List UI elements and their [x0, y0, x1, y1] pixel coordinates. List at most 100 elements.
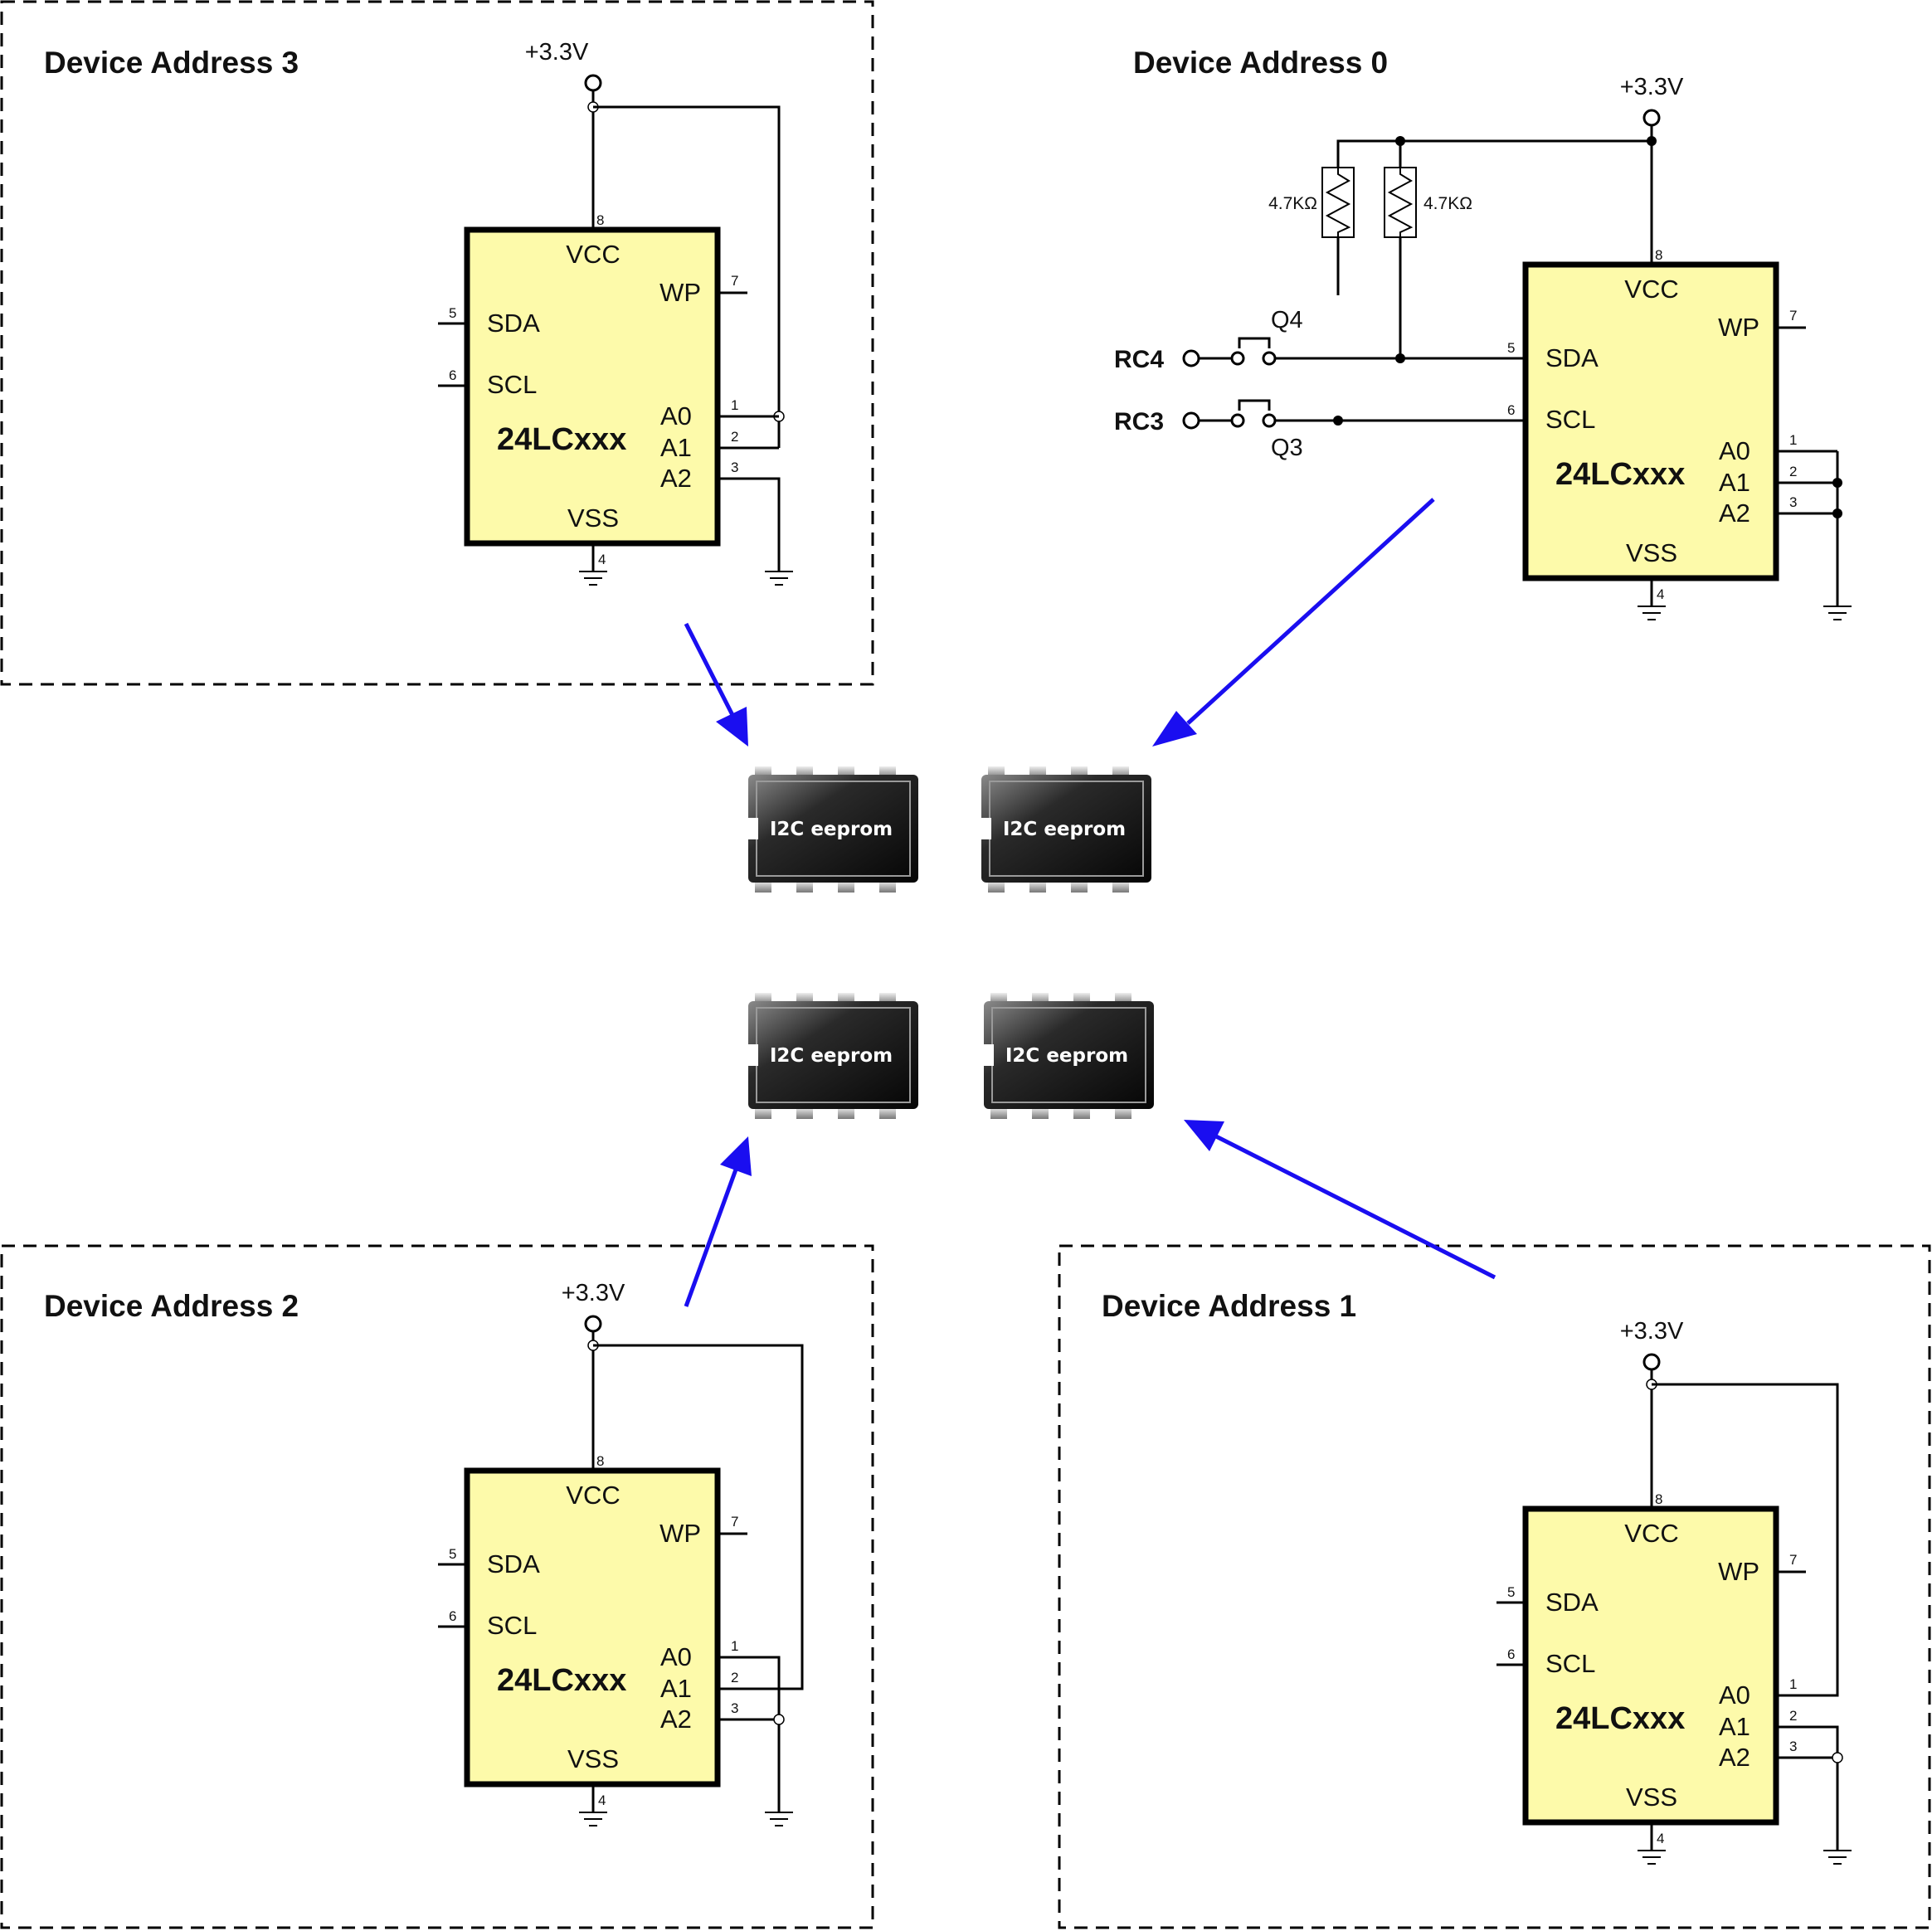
pin-number-vss: 4 [598, 552, 606, 567]
pin-wp: WP [1718, 313, 1759, 342]
pin-vss: VSS [567, 503, 619, 533]
pin-number-vss: 4 [1657, 1831, 1664, 1846]
pin-scl: SCL [487, 1611, 537, 1640]
pin-number-a0: 1 [1789, 432, 1797, 448]
pin-vcc: VCC [566, 240, 620, 269]
section-title-addr2: Device Address 2 [44, 1289, 299, 1323]
pin-sda: SDA [487, 309, 540, 338]
switch-label-q4: Q4 [1271, 307, 1303, 333]
pin-a1: A1 [660, 1674, 692, 1703]
part-number: 24LCxxx [1555, 457, 1685, 492]
chip-package-addr0: I2C eeprom [981, 766, 1152, 893]
pin-number-a1: 2 [1789, 1708, 1797, 1724]
pin-a0: A0 [660, 1642, 692, 1671]
pin-sda: SDA [487, 1549, 540, 1578]
pin-wp: WP [659, 1519, 701, 1548]
pin-number-a0: 1 [1789, 1676, 1797, 1692]
arrow-addr3-to-chip [684, 622, 748, 747]
pin-number-a1: 2 [731, 1670, 738, 1685]
switch-label-q3: Q3 [1271, 435, 1303, 461]
pin-vcc: VCC [1624, 1519, 1678, 1548]
chip-package-addr3: I2C eeprom [747, 766, 919, 893]
chip-label: I2C eeprom [770, 1045, 893, 1067]
supply-label: +3.3V [562, 1280, 625, 1306]
pin-scl: SCL [1545, 1649, 1595, 1678]
pin-number-a2: 3 [731, 1700, 738, 1716]
pin-number-wp: 7 [731, 1514, 738, 1530]
pin-number-sda: 5 [1507, 1584, 1515, 1600]
pin-number-a0: 1 [731, 1638, 738, 1654]
part-number: 24LCxxx [497, 422, 626, 457]
signal-rc4: RC4 [1114, 346, 1164, 373]
pin-number-scl: 6 [1507, 1646, 1515, 1662]
pin-number-a0: 1 [731, 397, 738, 413]
pin-number-a1: 2 [731, 429, 738, 445]
pin-sda: SDA [1545, 343, 1599, 372]
pin-number-vcc: 8 [596, 212, 604, 228]
section-box-addr2 [0, 1244, 874, 1929]
pin-a2: A2 [660, 1705, 692, 1734]
pin-scl: SCL [1545, 405, 1595, 434]
pin-vcc: VCC [1624, 275, 1678, 304]
pin-a2: A2 [1719, 1743, 1750, 1772]
pin-a0: A0 [1719, 436, 1750, 465]
pin-number-scl: 6 [449, 367, 456, 383]
resistor-label: 4.7KΩ [1268, 194, 1317, 213]
ic-addr1: +3.3V VCC WP SDA SCL A0 A1 A2 VSS 24LCxx… [1496, 1318, 1852, 1865]
pin-vcc: VCC [566, 1481, 620, 1510]
pin-number-wp: 7 [731, 273, 738, 289]
ic-addr3: +3.3V VCC WP SDA SCL A0 A1 A2 VSS 24LCxx… [438, 39, 794, 586]
pin-number-vcc: 8 [1655, 247, 1662, 263]
pin-number-vss: 4 [598, 1792, 606, 1808]
supply-label: +3.3V [1620, 1318, 1684, 1345]
pin-number-wp: 7 [1789, 308, 1797, 323]
pin-wp: WP [1718, 1557, 1759, 1586]
chip-label: I2C eeprom [770, 819, 893, 840]
pin-number-vcc: 8 [1655, 1491, 1662, 1507]
pin-a0: A0 [660, 401, 692, 430]
chip-label: I2C eeprom [1005, 1045, 1128, 1067]
pullup-network: 4.7KΩ 4.7KΩ RC4 Q4 RC3 Q3 [1114, 136, 1657, 461]
pin-wp: WP [659, 278, 701, 307]
pin-number-scl: 6 [449, 1608, 456, 1624]
arrow-addr2-to-chip [684, 1136, 752, 1307]
pin-scl: SCL [487, 370, 537, 399]
part-number: 24LCxxx [1555, 1701, 1685, 1736]
pin-vss: VSS [567, 1744, 619, 1773]
section-title-addr1: Device Address 1 [1102, 1289, 1356, 1323]
pin-number-a2: 3 [1789, 494, 1797, 510]
pin-number-a2: 3 [1789, 1739, 1797, 1754]
signal-rc3: RC3 [1114, 408, 1164, 435]
pin-a2: A2 [1719, 499, 1750, 528]
pin-number-scl: 6 [1507, 402, 1515, 418]
arrow-addr0-to-chip [1152, 498, 1435, 747]
pin-vss: VSS [1626, 538, 1677, 567]
pin-number-a1: 2 [1789, 464, 1797, 479]
part-number: 24LCxxx [497, 1663, 626, 1698]
resistor-label: 4.7KΩ [1423, 194, 1472, 213]
pin-a1: A1 [660, 433, 692, 462]
pin-number-sda: 5 [1507, 340, 1515, 356]
pin-number-wp: 7 [1789, 1552, 1797, 1568]
supply-label: +3.3V [1620, 74, 1684, 100]
ic-addr0: +3.3V VCC WP SDA SCL A0 A1 A2 VSS 24LCxx… [1507, 74, 1852, 620]
section-title-addr3: Device Address 3 [44, 46, 299, 80]
pin-number-sda: 5 [449, 305, 456, 321]
chip-package-addr2: I2C eeprom [747, 992, 919, 1120]
pin-a0: A0 [1719, 1681, 1750, 1710]
pin-sda: SDA [1545, 1588, 1599, 1617]
pin-a1: A1 [1719, 468, 1750, 497]
pin-a1: A1 [1719, 1712, 1750, 1741]
chip-package-addr1: I2C eeprom [983, 992, 1155, 1120]
pin-number-a2: 3 [731, 460, 738, 475]
pin-number-vcc: 8 [596, 1453, 604, 1469]
section-box-addr1 [1058, 1244, 1931, 1929]
ic-addr2: +3.3V VCC WP SDA SCL A0 A1 A2 VSS 24LCxx… [438, 1280, 804, 1826]
section-title-addr0: Device Address 0 [1133, 46, 1388, 80]
chip-label: I2C eeprom [1003, 819, 1126, 840]
arrow-addr1-to-chip [1184, 1120, 1496, 1280]
supply-label: +3.3V [525, 39, 589, 66]
pin-number-vss: 4 [1657, 586, 1664, 602]
pin-number-sda: 5 [449, 1546, 456, 1562]
